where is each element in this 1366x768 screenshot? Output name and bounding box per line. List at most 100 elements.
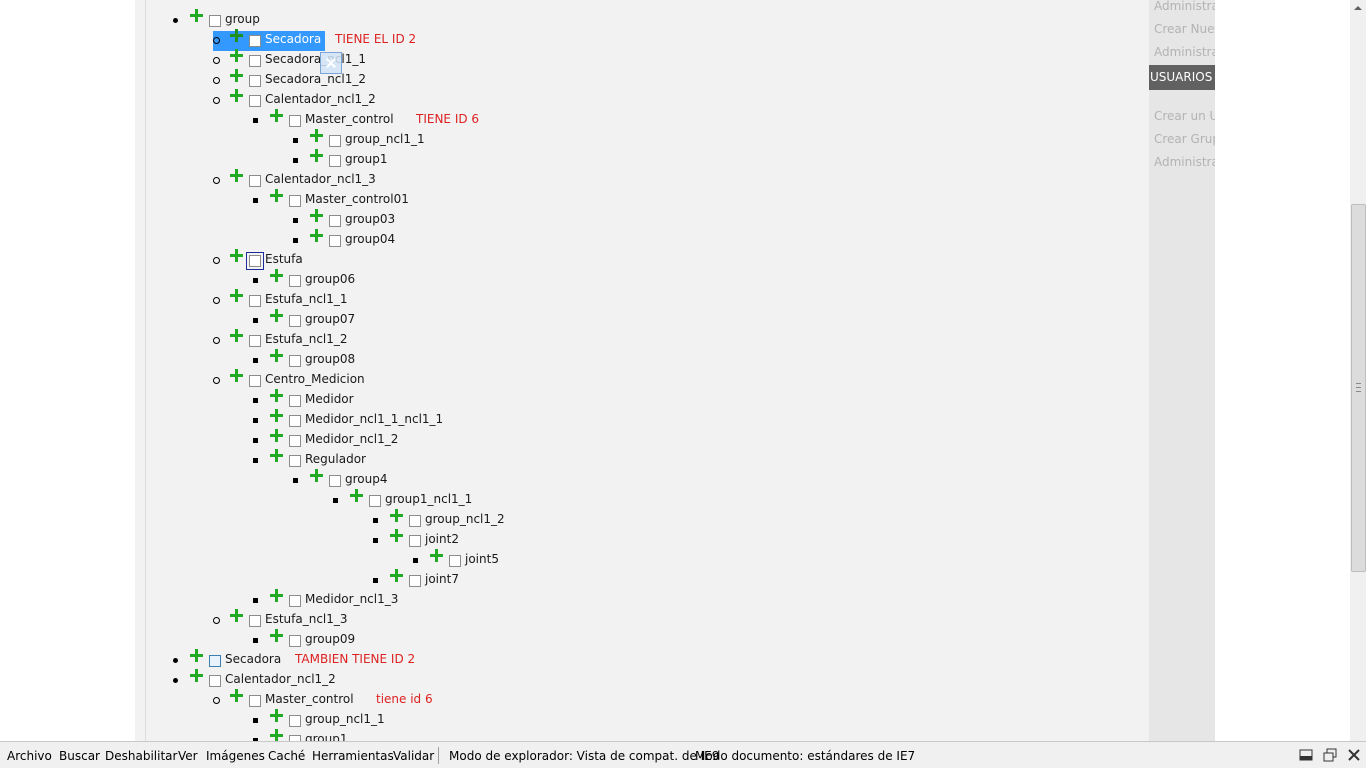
plus-icon[interactable] xyxy=(309,468,324,483)
plus-icon[interactable] xyxy=(269,448,284,463)
tree-item[interactable]: group1 xyxy=(293,148,693,171)
plus-icon[interactable] xyxy=(269,268,284,283)
checkbox-icon[interactable] xyxy=(249,55,261,67)
tree-item[interactable]: Secadora_ncl1_1 xyxy=(213,49,613,71)
checkbox-icon[interactable] xyxy=(249,35,261,47)
checkbox-icon[interactable] xyxy=(329,475,341,487)
tree-item-label[interactable]: group xyxy=(225,12,260,26)
checkbox-icon[interactable] xyxy=(289,115,301,127)
checkbox-icon[interactable] xyxy=(329,135,341,147)
tree-item[interactable]: group1 xyxy=(253,728,653,741)
tree-item-label[interactable]: joint2 xyxy=(425,532,459,546)
plus-icon[interactable] xyxy=(309,208,324,223)
sidebar-link-create-user[interactable]: Crear un Usuario xyxy=(1154,109,1215,123)
checkbox-icon[interactable] xyxy=(289,195,301,207)
checkbox-icon[interactable] xyxy=(369,495,381,507)
scroll-up-icon[interactable] xyxy=(1350,0,1366,16)
tree-item-label[interactable]: Centro_Medicion xyxy=(265,372,365,386)
plus-icon[interactable] xyxy=(189,648,204,663)
document-mode-selector[interactable]: Modo documento: estándares de IE7 xyxy=(695,749,916,763)
checkbox-icon[interactable] xyxy=(249,175,261,187)
vertical-scrollbar[interactable] xyxy=(1350,0,1366,741)
plus-icon[interactable] xyxy=(229,88,244,103)
devtools-menu-archivo[interactable]: Archivo xyxy=(7,749,52,763)
tree-item-label[interactable]: group07 xyxy=(305,312,356,326)
tree-item[interactable]: group03 xyxy=(293,208,693,231)
tree-item-label[interactable]: group08 xyxy=(305,352,356,366)
checkbox-icon[interactable] xyxy=(249,615,261,627)
checkbox-icon[interactable] xyxy=(289,735,301,741)
checkbox-icon[interactable] xyxy=(409,515,421,527)
plus-icon[interactable] xyxy=(229,608,244,623)
checkbox-icon[interactable] xyxy=(329,235,341,247)
tree-item-label[interactable]: Estufa_ncl1_1 xyxy=(265,292,348,306)
plus-icon[interactable] xyxy=(309,128,324,143)
tree-item-label[interactable]: group1_ncl1_1 xyxy=(385,492,473,506)
plus-icon[interactable] xyxy=(229,248,244,263)
tree-item[interactable]: group06 xyxy=(253,268,653,291)
plus-icon[interactable] xyxy=(269,588,284,603)
tree-item-label[interactable]: Estufa_ncl1_2 xyxy=(265,332,348,346)
close-icon[interactable] xyxy=(1346,747,1362,763)
tree-item-label[interactable]: group03 xyxy=(345,212,396,226)
tree-item-label[interactable]: group4 xyxy=(345,472,388,486)
plus-icon[interactable] xyxy=(269,728,284,741)
plus-icon[interactable] xyxy=(229,28,244,43)
tree-item[interactable]: group04 xyxy=(293,229,693,251)
checkbox-icon[interactable] xyxy=(289,455,301,467)
checkbox-icon[interactable] xyxy=(249,375,261,387)
tree-item-label[interactable]: joint5 xyxy=(465,552,499,566)
unpin-icon[interactable] xyxy=(1298,747,1314,763)
scrollbar-thumb[interactable] xyxy=(1351,204,1366,572)
tree-item-label[interactable]: group1 xyxy=(305,732,348,741)
tree-item[interactable]: Master_control01 xyxy=(253,189,653,211)
checkbox-icon[interactable] xyxy=(209,675,221,687)
tree-item-label[interactable]: Master_control xyxy=(265,692,354,706)
tree-item-label[interactable]: Medidor_ncl1_2 xyxy=(305,432,399,446)
plus-icon[interactable] xyxy=(429,548,444,563)
tree-item[interactable]: Estufa xyxy=(213,248,613,271)
tree-item-label[interactable]: Secadora_ncl1_2 xyxy=(265,72,367,86)
plus-icon[interactable] xyxy=(309,148,324,163)
tree-item[interactable]: group_ncl1_1 xyxy=(293,128,693,151)
tree-item-label[interactable]: joint7 xyxy=(425,572,459,586)
tree-item[interactable]: group_ncl1_2 xyxy=(373,509,773,531)
tree-item[interactable]: Secadora_ncl1_2 xyxy=(213,69,613,91)
tree-item-label[interactable]: Estufa_ncl1_3 xyxy=(265,612,348,626)
tree-item-label[interactable]: Calentador_ncl1_2 xyxy=(265,92,376,106)
plus-icon[interactable] xyxy=(269,348,284,363)
plus-icon[interactable] xyxy=(229,368,244,383)
plus-icon[interactable] xyxy=(229,288,244,303)
plus-icon[interactable] xyxy=(269,308,284,323)
plus-icon[interactable] xyxy=(269,428,284,443)
devtools-menu-herramientas[interactable]: Herramientas xyxy=(312,749,394,763)
tree-item[interactable]: Estufa_ncl1_3 xyxy=(213,608,613,631)
sidebar-link-new-page[interactable]: Crear Nueva Pagina xyxy=(1154,22,1215,36)
plus-icon[interactable] xyxy=(349,488,364,503)
checkbox-icon[interactable] xyxy=(449,555,461,567)
plus-icon[interactable] xyxy=(389,528,404,543)
tree-item[interactable]: group09 xyxy=(253,629,653,651)
plus-icon[interactable] xyxy=(269,708,284,723)
checkbox-icon[interactable] xyxy=(209,15,221,27)
tree-item-label[interactable]: group_ncl1_1 xyxy=(305,712,385,726)
checkbox-icon[interactable] xyxy=(289,395,301,407)
plus-icon[interactable] xyxy=(269,108,284,123)
tree-item[interactable]: group08 xyxy=(253,348,653,371)
checkbox-icon[interactable] xyxy=(289,275,301,287)
tree-item-label[interactable]: Medidor xyxy=(305,392,354,406)
tree-item[interactable]: Calentador_ncl1_3 xyxy=(213,169,613,191)
checkbox-icon[interactable] xyxy=(289,595,301,607)
tree-item[interactable]: group1_ncl1_1 xyxy=(333,488,733,511)
tree-item-label[interactable]: Secadora xyxy=(225,652,282,666)
tree-item[interactable]: Centro_Medicion xyxy=(213,368,613,391)
plus-icon[interactable] xyxy=(389,568,404,583)
sidebar-link-admin-files[interactable]: Administrar Archivos xyxy=(1154,45,1215,59)
devtools-menu-cache[interactable]: Caché xyxy=(268,749,306,763)
tree-item[interactable]: Medidor_ncl1_3 xyxy=(253,588,653,611)
devtools-menu-deshabilitar[interactable]: Deshabilitar xyxy=(105,749,178,763)
tree-item[interactable]: group07 xyxy=(253,308,653,331)
checkbox-icon[interactable] xyxy=(249,75,261,87)
